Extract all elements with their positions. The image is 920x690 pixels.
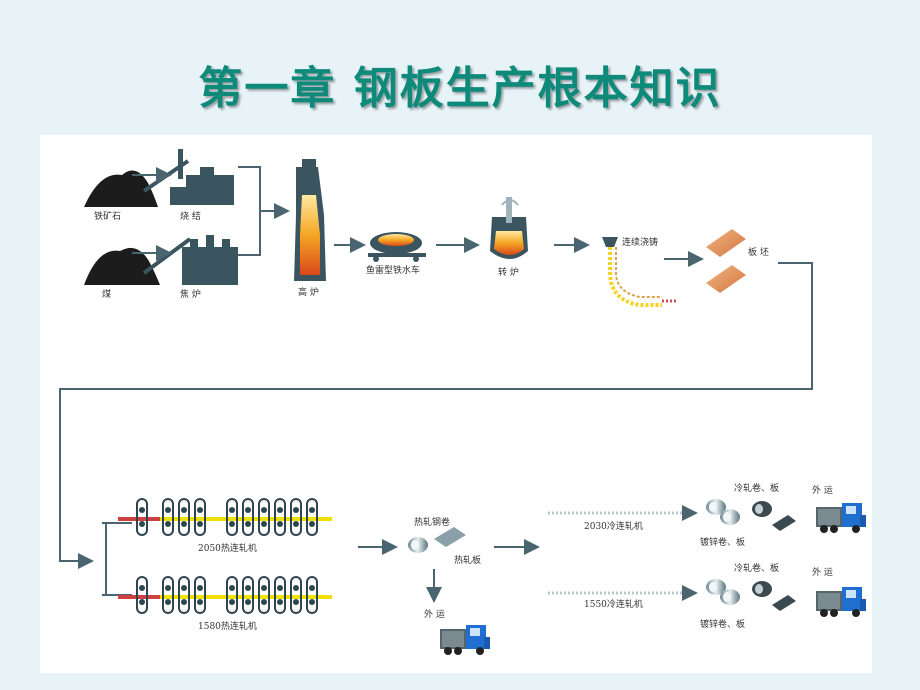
label-coke-oven: 焦 炉 <box>180 288 201 300</box>
label-iron-ore: 铁矿石 <box>94 210 121 222</box>
sintering-plant <box>142 149 234 205</box>
label-sintering: 烧 结 <box>180 210 201 222</box>
truck-1 <box>440 625 490 655</box>
label-cold-coil-plate-2: 冷轧卷、板 <box>734 562 779 574</box>
label-shipping-1: 外 运 <box>424 608 445 620</box>
label-slab: 板 坯 <box>748 246 769 258</box>
label-cold-coil-plate-1: 冷轧卷、板 <box>734 482 779 494</box>
coal-pile <box>84 247 160 285</box>
label-hot-rolled-coil: 热轧钢卷 <box>414 516 450 528</box>
label-galvanized-1: 镀锌卷、板 <box>700 536 745 548</box>
label-galvanized-2: 镀锌卷、板 <box>700 618 745 630</box>
label-hot-mill-2050: 2050热连轧机 <box>198 542 257 554</box>
hot-strip-mill-1580 <box>118 576 332 614</box>
hot-strip-mill-2050 <box>118 498 332 536</box>
cold-products-2 <box>706 579 796 611</box>
slide-title: 第一章 钢板生产根本知识 <box>198 63 722 114</box>
truck-3 <box>816 587 866 617</box>
hot-rolled-plate <box>434 527 466 547</box>
label-cold-mill-2030: 2030冷连轧机 <box>584 520 643 532</box>
continuous-caster <box>602 237 678 307</box>
label-blast-furnace: 高 炉 <box>298 286 319 298</box>
label-hot-rolled-plate: 热轧板 <box>454 554 481 566</box>
process-flow-diagram: 铁矿石 烧 结 煤 焦 炉 高 炉 鱼雷型铁水车 <box>40 135 872 673</box>
iron-ore-pile <box>84 170 158 207</box>
torpedo-car <box>368 232 426 262</box>
label-shipping-2: 外 运 <box>812 484 833 496</box>
cold-products-1 <box>706 499 796 531</box>
label-converter: 转 炉 <box>498 266 519 278</box>
blast-furnace <box>294 159 326 281</box>
label-cold-mill-1550: 1550冷连轧机 <box>584 598 643 610</box>
coke-oven <box>142 235 238 285</box>
label-continuous-casting: 连续浇铸 <box>622 236 658 248</box>
hot-rolled-coil <box>408 537 428 553</box>
label-shipping-3: 外 运 <box>812 566 833 578</box>
label-hot-mill-1580: 1580热连轧机 <box>198 620 257 632</box>
process-flow-svg: 铁矿石 烧 结 煤 焦 炉 高 炉 鱼雷型铁水车 <box>59 149 866 655</box>
truck-2 <box>816 503 866 533</box>
label-coal: 煤 <box>102 288 111 300</box>
converter <box>490 197 528 259</box>
slab-product <box>706 229 746 293</box>
label-torpedo-car: 鱼雷型铁水车 <box>366 264 420 276</box>
